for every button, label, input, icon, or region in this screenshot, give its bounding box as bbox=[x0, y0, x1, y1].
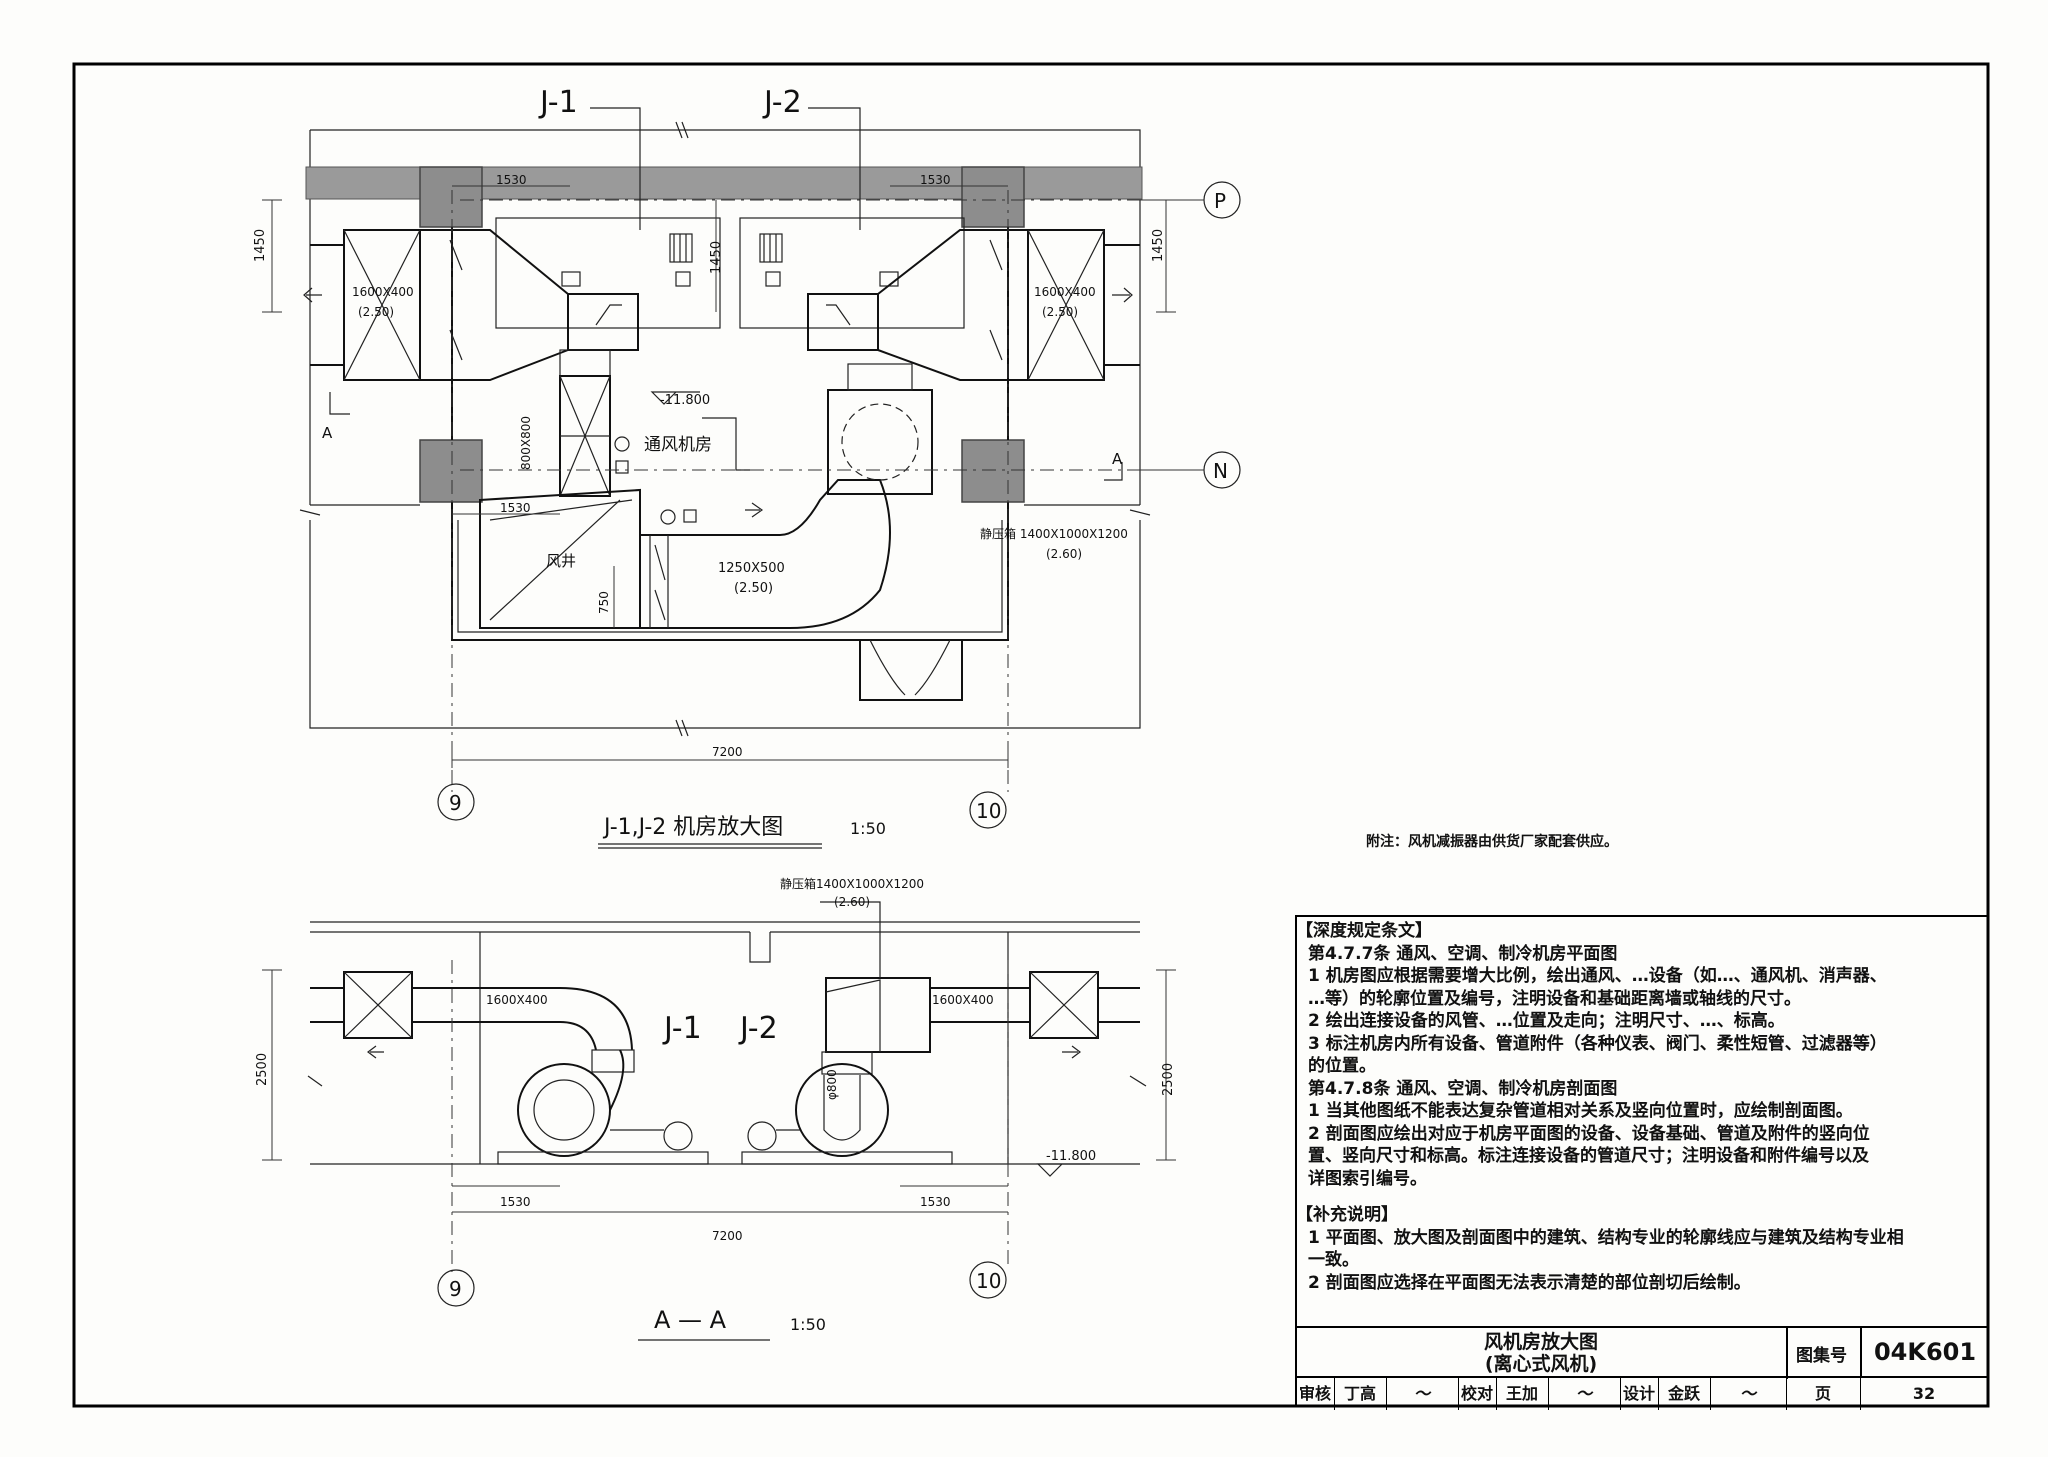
notes-line: 一致。 bbox=[1308, 1250, 1359, 1270]
plan-dim-1530-b: 1530 bbox=[920, 173, 951, 187]
notes-heading-supplement: 【补充说明】 bbox=[1296, 1205, 1398, 1225]
section-dim-1530-b: 1530 bbox=[920, 1195, 951, 1209]
plan-duct-riser: 800X800 bbox=[519, 416, 533, 470]
section-plenum: 静压箱1400X1000X1200 bbox=[780, 876, 924, 891]
plan-axis-p: P bbox=[1214, 189, 1226, 213]
section-duct-right: 1600X400 bbox=[932, 993, 994, 1007]
titleblock-design-label: 设计 bbox=[1620, 1378, 1659, 1410]
notes-line: 的位置。 bbox=[1308, 1056, 1376, 1076]
section-dim-2500-a: 2500 bbox=[255, 1053, 270, 1086]
plan-dim-1450-b: 1450 bbox=[709, 241, 724, 274]
notes-line: 置、竖向尺寸和标高。标注连接设备的管道尺寸；注明设备和附件编号以及 bbox=[1308, 1146, 1869, 1166]
plan-scale: 1:50 bbox=[850, 819, 886, 838]
section-j1-label: J-1 bbox=[662, 1011, 702, 1046]
section-dim-7200: 7200 bbox=[712, 1229, 743, 1243]
plan-duct-right-h: (2.50) bbox=[1042, 305, 1078, 319]
plan-j2-label: J-2 bbox=[762, 85, 802, 120]
notes-line: 2 剖面图应选择在平面图无法表示清楚的部位剖切后绘制。 bbox=[1308, 1272, 1751, 1293]
titleblock-check-name: 王加 bbox=[1496, 1378, 1549, 1410]
section-duct-left: 1600X400 bbox=[486, 993, 548, 1007]
footnote: 附注：风机减振器由供货厂家配套供应。 bbox=[1366, 833, 1618, 850]
titleblock-design-name: 金跃 bbox=[1658, 1378, 1711, 1410]
section-title: A — A bbox=[654, 1306, 727, 1334]
notes-line: 3 标注机房内所有设备、管道附件（各种仪表、阀门、柔性短管、过滤器等） bbox=[1308, 1033, 1887, 1054]
plan-room-name: 通风机房 bbox=[644, 435, 712, 455]
titleblock-page-label: 页 bbox=[1786, 1378, 1861, 1410]
notes-line: 第4.7.7条 通风、空调、制冷机房平面图 bbox=[1308, 943, 1618, 964]
section-plenum-h: (2.60) bbox=[834, 895, 870, 909]
plan-shaft-name: 风井 bbox=[546, 552, 576, 570]
title-block: 风机房放大图 (离心式风机) 图集号 04K601 审核 丁高 〜 校对 王加 … bbox=[1296, 1326, 1988, 1410]
plan-duct-left: 1600X400 bbox=[352, 285, 414, 299]
section-level: -11.800 bbox=[1046, 1149, 1096, 1164]
titleblock-divider bbox=[1860, 1328, 1862, 1376]
plan-dim-7200: 7200 bbox=[712, 745, 743, 759]
plan-title: J-1,J-2 机房放大图 bbox=[602, 815, 783, 840]
titleblock-title-line2: (离心式风机) bbox=[1484, 1353, 1598, 1375]
notes-line: 第4.7.8条 通风、空调、制冷机房剖面图 bbox=[1308, 1078, 1618, 1099]
notes-line: 详图索引编号。 bbox=[1308, 1168, 1427, 1189]
notes-line: 1 机房图应根据需要增大比例，绘出通风、…设备（如…、通风机、消声器、 bbox=[1308, 966, 1887, 986]
plan-duct-left-h: (2.50) bbox=[358, 305, 394, 319]
plan-section-mark-left: A bbox=[322, 424, 333, 442]
notes-frame bbox=[1295, 915, 1989, 1407]
notes-panel: 【深度规定条文】 第4.7.7条 通风、空调、制冷机房平面图 1 机房图应根据需… bbox=[1296, 916, 1988, 1326]
plan-dim-1530-c: 1530 bbox=[500, 501, 531, 515]
section-axis-10: 10 bbox=[976, 1269, 1001, 1293]
notes-heading-depth: 【深度规定条文】 bbox=[1296, 921, 1432, 941]
titleblock-title-line1: 风机房放大图 bbox=[1483, 1331, 1598, 1353]
section-dia: φ800 bbox=[825, 1069, 839, 1100]
titleblock-signature-row: 审核 丁高 〜 校对 王加 〜 设计 金跃 〜 页 32 bbox=[1296, 1376, 1988, 1410]
plan-axis-n: N bbox=[1213, 459, 1228, 483]
notes-line: 2 剖面图应绘出对应于机房平面图的设备、设备基础、管道及附件的竖向位 bbox=[1308, 1123, 1870, 1144]
section-dim-1530-a: 1530 bbox=[500, 1195, 531, 1209]
plan-view: J-1 J-2 1530 1530 1450 1450 1450 1600X40… bbox=[253, 85, 1241, 849]
titleblock-check-label: 校对 bbox=[1458, 1378, 1497, 1410]
sheet-border bbox=[72, 62, 1990, 1408]
titleblock-title: 风机房放大图 (离心式风机) bbox=[1296, 1328, 1788, 1379]
titleblock-review-signature: 〜 bbox=[1386, 1378, 1459, 1410]
plan-axis-9: 9 bbox=[449, 791, 462, 815]
plan-dim-750: 750 bbox=[597, 591, 611, 614]
plan-plenum-h: (2.60) bbox=[1046, 547, 1082, 561]
titleblock-atlas-no: 04K601 bbox=[1873, 1338, 1977, 1366]
plan-level: -11.800 bbox=[660, 393, 710, 408]
section-dim-2500-b: 2500 bbox=[1161, 1063, 1176, 1096]
plan-duct-main: 1250X500 bbox=[718, 561, 785, 576]
plan-dim-1450-a: 1450 bbox=[253, 229, 268, 262]
section-scale: 1:50 bbox=[790, 1315, 826, 1334]
notes-line: 2 绘出连接设备的风管、…位置及走向；注明尺寸、…、标高。 bbox=[1308, 1011, 1785, 1031]
plan-dim-1530-a: 1530 bbox=[496, 173, 527, 187]
titleblock-check-signature: 〜 bbox=[1548, 1378, 1621, 1410]
plan-j1-label: J-1 bbox=[538, 85, 578, 120]
section-view: 静压箱1400X1000X1200 (2.60) 1600X400 1600X4… bbox=[255, 876, 1176, 1341]
plan-duct-main-h: (2.50) bbox=[734, 581, 773, 596]
notes-line: 1 当其他图纸不能表达复杂管道相对关系及竖向位置时，应绘制剖面图。 bbox=[1308, 1101, 1853, 1121]
plan-section-mark-right: A bbox=[1112, 450, 1123, 468]
titleblock-review-name: 丁高 bbox=[1334, 1378, 1387, 1410]
notes-line: …等）的轮廓位置及编号，注明设备和基础距离墙或轴线的尺寸。 bbox=[1308, 988, 1801, 1009]
titleblock-atlas-label: 图集号 bbox=[1796, 1346, 1847, 1366]
titleblock-review-label: 审核 bbox=[1296, 1378, 1335, 1410]
titleblock-page-no: 32 bbox=[1912, 1384, 1936, 1403]
plan-plenum: 静压箱 1400X1000X1200 bbox=[980, 526, 1128, 541]
plan-dim-1450-c: 1450 bbox=[1151, 229, 1166, 262]
section-j2-label: J-2 bbox=[738, 1011, 778, 1046]
plan-axis-10: 10 bbox=[976, 799, 1001, 823]
titleblock-design-signature: 〜 bbox=[1710, 1378, 1787, 1410]
notes-line: 1 平面图、放大图及剖面图中的建筑、结构专业的轮廓线应与建筑及结构专业相 bbox=[1308, 1227, 1904, 1248]
section-axis-9: 9 bbox=[449, 1277, 462, 1301]
plan-duct-right: 1600X400 bbox=[1034, 285, 1096, 299]
